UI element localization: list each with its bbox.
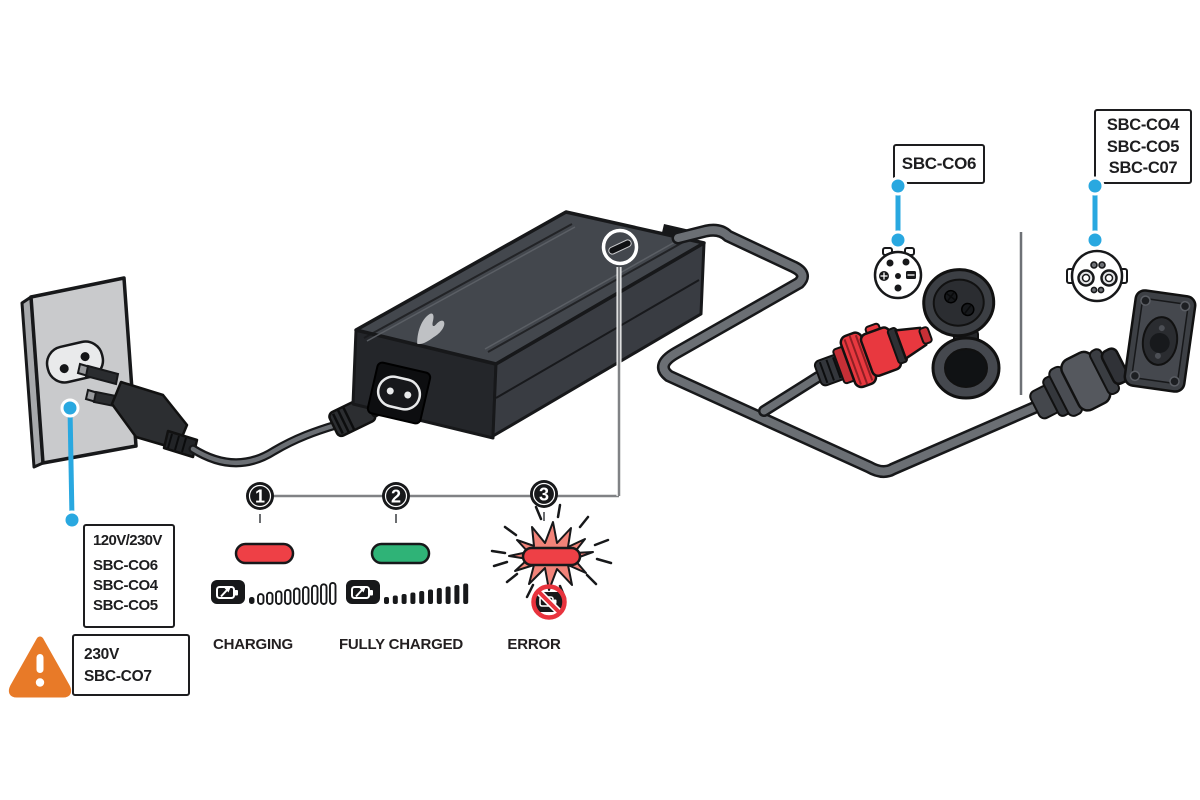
legend-connector-lines (259, 267, 622, 523)
voltage-model-3: SBC-CO5 (93, 597, 158, 614)
charge-bars-charging (249, 581, 337, 605)
co457-line-1: SBC-CO4 (1106, 116, 1180, 134)
callout-dot (62, 510, 82, 530)
panel-socket (1123, 289, 1197, 393)
step-1-number: 1 (255, 487, 265, 507)
flip-cap-socket (922, 268, 1001, 400)
co457-line-3: SBC-C07 (1108, 159, 1178, 177)
warning-voltage-box: 230V SBC-CO7 (72, 634, 190, 696)
warning-triangle-icon (8, 636, 72, 698)
co6-label-text: SBC-CO6 (901, 154, 977, 173)
outlet-voltage-box: 120V/230V SBC-CO6 SBC-CO4 SBC-CO5 (83, 524, 175, 628)
callout-dot (888, 176, 908, 196)
brand-logo-icon (417, 313, 445, 345)
step-2-number: 2 (391, 487, 401, 507)
voltage-model-2: SBC-CO4 (93, 577, 158, 594)
pin-diagram-co457 (1066, 249, 1128, 303)
callout-dot (1085, 230, 1105, 250)
ac-inlet (366, 361, 432, 425)
gray-connector-plug (1029, 347, 1130, 420)
co457-line-2: SBC-CO5 (1106, 137, 1180, 156)
charger-cable (656, 223, 1045, 479)
legend-step-badges: 1 2 3 (246, 480, 558, 510)
label-box-co457: SBC-CO4 SBC-CO5 SBC-C07 (1094, 109, 1192, 184)
callout-dot (1085, 176, 1105, 196)
led-red-charging (234, 542, 295, 565)
charger-illustration (351, 210, 706, 440)
battery-prohibited-icon (531, 584, 567, 620)
warning-voltage: 230V (84, 646, 119, 663)
led-green-full (370, 542, 431, 565)
charge-bars-full (384, 583, 469, 604)
callout-dot (60, 398, 80, 418)
battery-charging-icon (211, 580, 245, 604)
ac-plug-illustration (76, 362, 199, 459)
status-label-error: ERROR (507, 636, 561, 653)
voltage-model-1: SBC-CO6 (93, 557, 158, 574)
red-connector-plug (813, 322, 933, 389)
led-red-error-flashing (490, 503, 613, 600)
battery-full-icon (346, 580, 380, 604)
label-box-co6: SBC-CO6 (893, 144, 985, 184)
charger-led-indicator (601, 228, 639, 266)
status-label-fully-charged: FULLY CHARGED (338, 636, 464, 653)
warning-model: SBC-CO7 (84, 668, 152, 685)
voltage-title: 120V/230V (93, 532, 162, 549)
callout-dot (888, 230, 908, 250)
step-3-number: 3 (539, 485, 549, 505)
pin-diagram-co6 (873, 247, 923, 300)
status-label-charging: CHARGING (212, 636, 294, 653)
